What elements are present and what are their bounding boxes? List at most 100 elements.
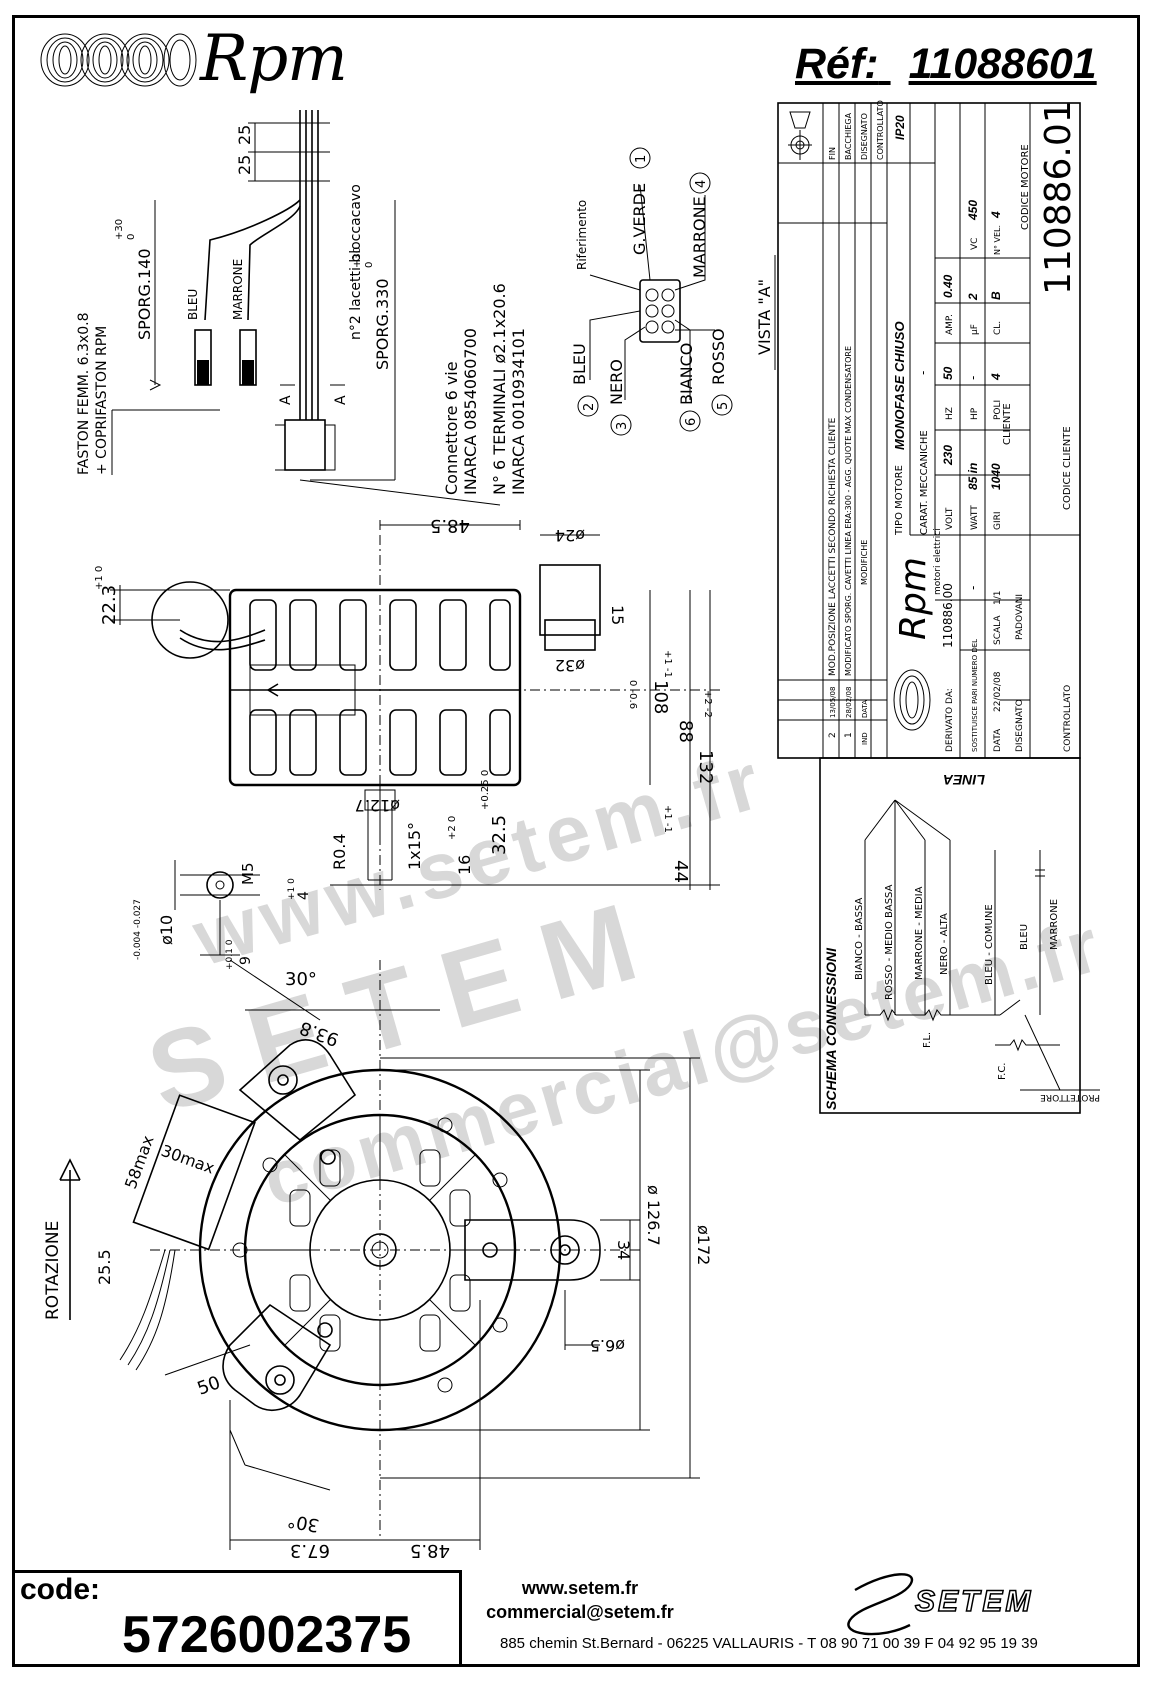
svg-text:ø24: ø24 [555, 526, 585, 545]
svg-text:-: - [966, 586, 980, 590]
svg-text:SOSTITUISCE PARI NUMERO DEL: SOSTITUISCE PARI NUMERO DEL [971, 639, 979, 752]
svg-text:N° VEL.: N° VEL. [993, 225, 1002, 255]
svg-text:+1 0: +1 0 [287, 878, 297, 900]
svg-text:NERO: NERO [607, 359, 626, 405]
brand-logo-text: Rpm [200, 22, 348, 96]
rpm-logo-icon [40, 33, 197, 87]
svg-text:4: 4 [989, 211, 1003, 219]
svg-text:DISEGNATO: DISEGNATO [1015, 699, 1025, 752]
connector-view: Riferimento 1 G.VERDE 4 MARRONE 2 BLEU 3… [570, 147, 776, 436]
svg-text:PROTETTORE: PROTETTORE [1040, 1092, 1100, 1102]
watermark: www.setem.fr SETEM commercial@setem.fr [135, 735, 1112, 1223]
svg-text:Connettore 6 vie: Connettore 6 vie [442, 361, 461, 495]
svg-text:0 -0.6: 0 -0.6 [627, 680, 638, 709]
svg-text:88: 88 [675, 720, 696, 743]
svg-text:0.40: 0.40 [941, 274, 955, 298]
svg-text:ø12.7: ø12.7 [355, 796, 400, 815]
svg-text:INARCA 0854060700: INARCA 0854060700 [461, 328, 480, 495]
svg-text:CONTROLLATO: CONTROLLATO [1063, 685, 1073, 752]
svg-text:ø32: ø32 [555, 656, 585, 675]
svg-text:-: - [916, 371, 930, 375]
svg-text:NERO - ALTA: NERO - ALTA [939, 913, 950, 975]
svg-text:BIANCO: BIANCO [677, 343, 696, 405]
svg-text:5: 5 [716, 402, 731, 410]
svg-text:BLEU: BLEU [570, 343, 589, 385]
svg-text:CARAT. MECCANICHE: CARAT. MECCANICHE [919, 430, 930, 535]
svg-text:85 in: 85 in [966, 463, 980, 490]
svg-text:25: 25 [235, 155, 254, 175]
svg-text:MOD.POSIZIONE LACCETTI SECONDO: MOD.POSIZIONE LACCETTI SECONDO RICHIESTA… [828, 417, 838, 676]
svg-text:230: 230 [941, 445, 955, 466]
svg-text:B: B [989, 291, 1003, 300]
connection-schema: SCHEMA CONNESSIONI LINEA BIANCO - BASSA … [819, 757, 1100, 1114]
svg-text:6: 6 [684, 418, 699, 426]
svg-text:ø 126.7: ø 126.7 [644, 1185, 663, 1246]
title-block: FIN BACCHIEGA DISEGNATO CONTROLLATO MOD.… [777, 100, 1081, 759]
svg-text:34: 34 [614, 1240, 633, 1260]
svg-text:1/1: 1/1 [993, 591, 1003, 605]
drawing-frame [12, 15, 1140, 1667]
svg-text:48.5: 48.5 [410, 1540, 450, 1561]
svg-text:CL.: CL. [993, 321, 1003, 335]
svg-text:CODICE MOTORE: CODICE MOTORE [1020, 144, 1031, 230]
svg-text:1: 1 [634, 155, 649, 163]
svg-text:50: 50 [941, 366, 955, 380]
svg-text:LINEA: LINEA [943, 772, 985, 788]
svg-text:0: 0 [126, 234, 137, 240]
svg-text:13/05/08: 13/05/08 [829, 687, 837, 718]
svg-text:DATA: DATA [993, 728, 1003, 752]
svg-text:+1 -1: +1 -1 [662, 805, 673, 833]
svg-text:ROSSO - MEDIO BASSA: ROSSO - MEDIO BASSA [884, 884, 895, 1000]
svg-text:FASTON FEMM. 6.3x0.8: FASTON FEMM. 6.3x0.8 [76, 313, 92, 476]
svg-text:PADOVANI: PADOVANI [1015, 594, 1025, 640]
code-box [12, 1570, 462, 1667]
svg-text:30°: 30° [286, 1510, 321, 1536]
capacitor-icon [119, 1094, 256, 1371]
svg-text:-0.004 -0.027: -0.004 -0.027 [133, 899, 143, 960]
code-label: code: [20, 1573, 101, 1606]
code-value: 5726002375 [122, 1606, 412, 1664]
svg-text:1x15°: 1x15° [405, 822, 424, 870]
svg-text:-: - [966, 376, 980, 380]
svg-text:+0.25 0: +0.25 0 [480, 770, 491, 810]
svg-text:132: 132 [695, 750, 716, 784]
svg-text:22.3: 22.3 [99, 585, 120, 625]
cable-detail: 25 25 n°2 lacetti bloccacavo SPORG.140 +… [76, 110, 528, 506]
svg-text:WATT: WATT [970, 505, 980, 530]
svg-text:MARRONE: MARRONE [231, 259, 245, 320]
reference-heading: Réf: 11088601 [795, 40, 1097, 89]
svg-text:+1 -1: +1 -1 [662, 650, 673, 678]
footer-web: www.setem.fr [521, 1578, 639, 1598]
svg-text:+0.1 0: +0.1 0 [225, 939, 235, 970]
svg-text:M5: M5 [239, 863, 257, 886]
svg-text:+30: +30 [114, 219, 125, 240]
svg-text:AMP.: AMP. [945, 314, 955, 335]
svg-text:MODIFICATO SPORG. CAVETTI LINE: MODIFICATO SPORG. CAVETTI LINEA ERA:300 … [844, 346, 853, 676]
svg-text:POLI: POLI [993, 400, 1003, 420]
svg-text:MARRONE - MEDIA: MARRONE - MEDIA [914, 886, 925, 980]
svg-text:MARRONE: MARRONE [690, 196, 709, 278]
svg-text:3: 3 [615, 422, 630, 430]
svg-text:4: 4 [694, 180, 709, 188]
svg-text:R0.4: R0.4 [330, 833, 349, 870]
svg-text:50: 50 [195, 1372, 224, 1400]
svg-text:30max: 30max [159, 1141, 217, 1178]
svg-text:+ COPRIFASTON RPM: + COPRIFASTON RPM [94, 326, 110, 475]
svg-text:+2 0: +2 0 [447, 816, 458, 840]
reference-number: 11088601 [908, 40, 1097, 88]
svg-text:DERIVATO DA:: DERIVATO DA: [945, 688, 955, 752]
svg-text:BLEU: BLEU [186, 289, 200, 320]
svg-text:15: 15 [608, 605, 627, 625]
svg-text:GIRI: GIRI [993, 511, 1003, 530]
svg-text:110886.00: 110886.00 [941, 583, 955, 648]
svg-text:Riferimento: Riferimento [575, 200, 589, 270]
svg-text:32.5: 32.5 [489, 815, 510, 855]
svg-text:INARCA 0010934101: INARCA 0010934101 [509, 328, 528, 495]
reference-label: Réf: [795, 40, 879, 88]
svg-text:BACCHIEGA: BACCHIEGA [844, 112, 853, 160]
svg-text:CONTROLLATO: CONTROLLATO [876, 100, 885, 160]
svg-text:58max: 58max [121, 1133, 158, 1191]
svg-text:MODIFICHE: MODIFICHE [860, 540, 869, 585]
svg-text:A: A [278, 395, 294, 405]
svg-text:25.5: 25.5 [95, 1249, 114, 1285]
